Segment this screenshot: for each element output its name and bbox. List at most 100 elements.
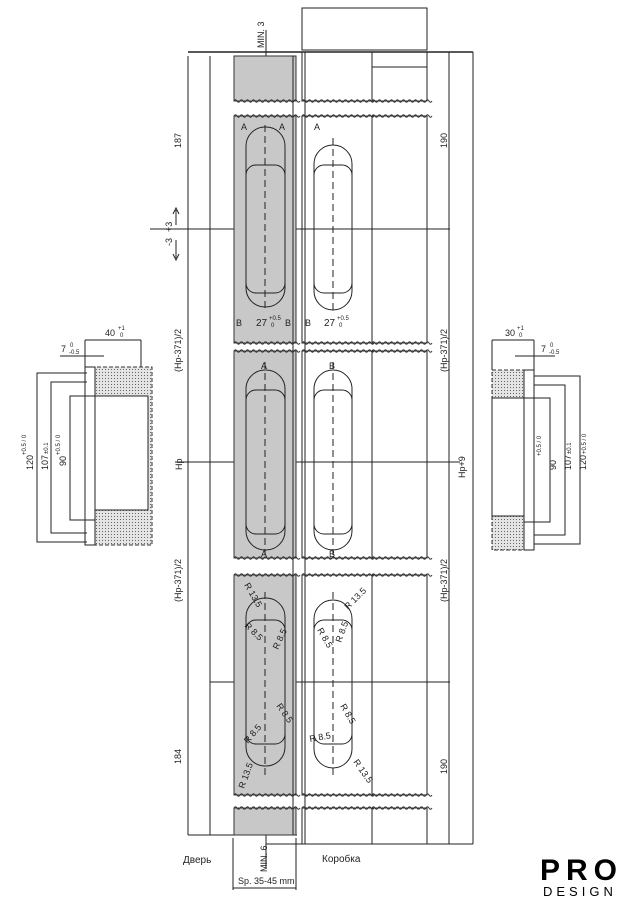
svg-text:190: 190: [439, 133, 449, 148]
hinge-cutout-frame-bottom: [313, 592, 353, 775]
svg-text:107: 107: [563, 455, 573, 470]
break-line: [301, 556, 375, 560]
door-cross-section: 40 +1 0 7 0 -0.5 120 +0.5 / 0 107 ±0.1 9…: [22, 326, 153, 546]
svg-text:(Hp-371)/2: (Hp-371)/2: [439, 559, 449, 602]
svg-text:A: A: [279, 122, 285, 132]
svg-text:90: 90: [58, 456, 68, 466]
frame-top-box: [188, 7, 473, 68]
svg-text:184: 184: [173, 749, 183, 764]
svg-text:Sp. 35-45 mm: Sp. 35-45 mm: [238, 876, 295, 886]
break-line: [233, 573, 301, 577]
svg-text:-3: -3: [164, 238, 174, 246]
break-line: [301, 349, 375, 353]
svg-text:0: 0: [339, 323, 343, 329]
svg-text:Hp: Hp: [174, 458, 184, 470]
svg-text:+0.5: +0.5: [337, 316, 350, 322]
svg-text:Коробка: Коробка: [322, 853, 361, 865]
svg-text:+0.5 / 0: +0.5 / 0: [537, 435, 543, 456]
hinge-cutout-door-middle: [245, 362, 286, 555]
svg-text:A: A: [314, 122, 320, 132]
svg-text:R 8.5: R 8.5: [333, 620, 350, 644]
break-line: [371, 556, 433, 560]
svg-text:R 13.5: R 13.5: [342, 586, 368, 612]
svg-text:A: A: [261, 549, 267, 559]
dimension-extent-lines: [150, 52, 474, 845]
svg-text:(Hp-371)/2: (Hp-371)/2: [439, 329, 449, 372]
svg-text:7: 7: [541, 344, 546, 354]
left-height-dimensions: 187 (Hp-371)/2 Hp (Hp-371)/2 184 +3 -3: [164, 133, 184, 764]
svg-text:B: B: [236, 318, 242, 328]
svg-text:B: B: [329, 361, 335, 371]
bottom-labels: Дверь Коробка Sp. 35-45 mm: [183, 838, 361, 890]
frame-cross-section: 30 +1 0 7 0 -0.5 90 +0.5 / 0 107 ±0.1 12…: [491, 326, 588, 551]
break-line: [301, 114, 375, 118]
svg-text:R 8.5: R 8.5: [338, 702, 357, 726]
svg-text:+0.5 / 0: +0.5 / 0: [56, 434, 62, 455]
break-line: [371, 99, 433, 103]
svg-text:R 8.5: R 8.5: [309, 730, 332, 744]
break-line: [233, 556, 301, 560]
svg-text:-0.5: -0.5: [549, 350, 560, 356]
svg-text:+1: +1: [517, 326, 525, 332]
break-line: [371, 793, 433, 797]
break-line: [233, 114, 301, 118]
hinge-cutout-frame-middle: [313, 362, 353, 555]
frame-strip: [301, 51, 428, 845]
svg-text:120: 120: [25, 455, 35, 470]
svg-text:30: 30: [505, 328, 515, 338]
hinge-cutout-door-top: [245, 125, 286, 310]
break-line: [233, 341, 301, 345]
svg-text:Дверь: Дверь: [183, 855, 211, 866]
break-line: [371, 573, 433, 577]
svg-text:+0.5 / 0: +0.5 / 0: [582, 433, 588, 454]
break-line: [301, 341, 375, 345]
svg-text:PRO: PRO: [540, 854, 623, 887]
svg-text:0: 0: [120, 333, 124, 339]
hinge-cutout-frame-top: [313, 138, 353, 311]
svg-text:27: 27: [256, 318, 268, 329]
break-line: [233, 99, 301, 103]
svg-text:+3: +3: [164, 222, 174, 232]
break-line: [301, 793, 375, 797]
svg-text:B: B: [285, 318, 291, 328]
svg-text:0: 0: [519, 333, 523, 339]
break-line: [371, 349, 433, 353]
svg-text:R 13.5: R 13.5: [351, 757, 374, 784]
svg-text:(Hp-371)/2: (Hp-371)/2: [173, 329, 183, 372]
svg-text:(Hp-371)/2: (Hp-371)/2: [173, 559, 183, 602]
svg-text:±0.1: ±0.1: [567, 442, 573, 454]
break-line: [301, 573, 375, 577]
svg-text:187: 187: [173, 133, 183, 148]
svg-text:+0.5 / 0: +0.5 / 0: [22, 434, 28, 455]
svg-text:0: 0: [271, 323, 275, 329]
svg-text:MIN. 6: MIN. 6: [259, 845, 269, 872]
svg-text:107: 107: [40, 455, 50, 470]
pro-design-logo: PRO DESIGN: [540, 854, 623, 899]
right-height-dimensions: 190 (Hp-371)/2 Hp+9 (Hp-371)/2 190: [439, 133, 467, 774]
svg-text:B: B: [329, 549, 335, 559]
svg-text:0: 0: [550, 343, 554, 349]
svg-text:R 8.5: R 8.5: [315, 626, 334, 650]
svg-text:40: 40: [105, 328, 115, 338]
svg-text:7: 7: [61, 344, 66, 354]
svg-text:27: 27: [324, 318, 336, 329]
hinge-cutout-door-bottom: [245, 592, 286, 775]
break-line: [233, 793, 301, 797]
svg-text:A: A: [241, 122, 247, 132]
svg-text:0: 0: [70, 343, 74, 349]
svg-text:±0.1: ±0.1: [44, 442, 50, 454]
break-line: [233, 349, 301, 353]
svg-text:MIN. 3: MIN. 3: [256, 21, 266, 48]
break-line: [233, 806, 301, 810]
svg-text:B: B: [305, 318, 311, 328]
break-line: [301, 99, 375, 103]
break-lines: [233, 99, 433, 810]
break-line: [371, 114, 433, 118]
svg-text:+0.5: +0.5: [269, 316, 282, 322]
svg-text:Hp+9: Hp+9: [457, 456, 467, 478]
svg-text:DESIGN: DESIGN: [543, 884, 617, 899]
svg-text:90: 90: [548, 460, 558, 470]
svg-text:A: A: [261, 361, 267, 371]
svg-text:120: 120: [578, 455, 588, 470]
